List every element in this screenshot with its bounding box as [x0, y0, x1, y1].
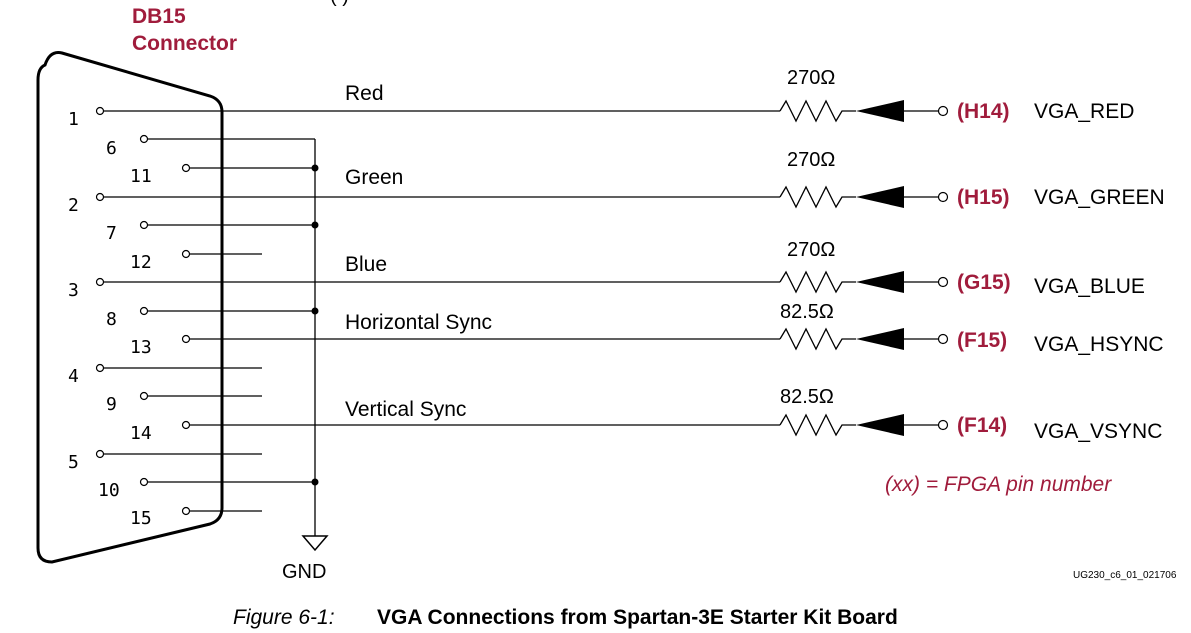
pin-number-7: 7 — [106, 223, 117, 244]
ground-junction-8 — [311, 307, 319, 315]
pin-terminal-13 — [181, 334, 191, 344]
fpga-pin-hsync: (F15) — [957, 329, 1007, 352]
fpga-terminal-green — [937, 191, 949, 203]
resistor-value-hsync: 82.5Ω — [780, 301, 834, 323]
pin-number-12: 12 — [130, 252, 152, 273]
pin-terminal-2 — [95, 192, 105, 202]
resistor-vsync-icon — [779, 413, 856, 437]
pin-number-5: 5 — [68, 452, 79, 473]
net-name-hsync: VGA_HSYNC — [1034, 333, 1164, 356]
resistor-value-red: 270Ω — [787, 67, 835, 89]
pin-terminal-12 — [181, 249, 191, 259]
pin-number-9: 9 — [106, 394, 117, 415]
buffer-red-icon — [856, 100, 904, 122]
resistor-blue-icon — [779, 270, 856, 294]
buffer-hsync-icon — [856, 328, 904, 350]
pin-terminal-6 — [139, 134, 149, 144]
resistor-value-vsync: 82.5Ω — [780, 386, 834, 408]
pin-terminal-10 — [139, 477, 149, 487]
partial-header-text: ( ) — [330, 0, 349, 7]
legend-note: (xx) = FPGA pin number — [885, 473, 1112, 496]
pin-terminal-8 — [139, 306, 149, 316]
ground-junction-11 — [311, 164, 319, 172]
connector-title-line2: Connector — [132, 32, 237, 55]
fpga-pin-vsync: (F14) — [957, 414, 1007, 437]
net-name-blue: VGA_BLUE — [1034, 275, 1145, 298]
buffer-blue-icon — [856, 271, 904, 293]
pin-terminal-3 — [95, 277, 105, 287]
db15-connector-outline — [36, 51, 224, 564]
pin-number-6: 6 — [106, 138, 117, 159]
pin-number-4: 4 — [68, 366, 79, 387]
pin-number-3: 3 — [68, 280, 79, 301]
pin-terminal-11 — [181, 163, 191, 173]
signal-label-blue: Blue — [345, 253, 387, 276]
fpga-terminal-hsync — [937, 333, 949, 345]
ground-label: GND — [282, 561, 326, 583]
signal-label-red: Red — [345, 82, 384, 105]
fpga-pin-green: (H15) — [957, 186, 1010, 209]
pin-terminal-4 — [95, 363, 105, 373]
pin-number-10: 10 — [98, 480, 120, 501]
resistor-green-icon — [779, 185, 856, 209]
buffer-green-icon — [856, 186, 904, 208]
pin-number-11: 11 — [130, 166, 152, 187]
fpga-terminal-vsync — [937, 419, 949, 431]
pin-number-1: 1 — [68, 109, 79, 130]
ground-junction-7 — [311, 221, 319, 229]
doc-id: UG230_c6_01_021706 — [1073, 570, 1177, 581]
pin-terminal-5 — [95, 449, 105, 459]
net-name-green: VGA_GREEN — [1034, 186, 1165, 209]
figure-label: Figure 6-1: — [233, 606, 335, 629]
pin-terminal-14 — [181, 420, 191, 430]
ground-junction-10 — [311, 478, 319, 486]
resistor-hsync-icon — [779, 327, 856, 351]
pin-terminal-7 — [139, 220, 149, 230]
pin-number-2: 2 — [68, 195, 79, 216]
signal-label-hsync: Horizontal Sync — [345, 311, 492, 334]
pin-number-15: 15 — [130, 508, 152, 529]
pin-number-14: 14 — [130, 423, 152, 444]
net-name-red: VGA_RED — [1034, 100, 1134, 123]
pin-number-8: 8 — [106, 309, 117, 330]
pin-terminal-9 — [139, 391, 149, 401]
fpga-pin-red: (H14) — [957, 100, 1010, 123]
pin-number-13: 13 — [130, 337, 152, 358]
fpga-terminal-blue — [937, 276, 949, 288]
figure-title: VGA Connections from Spartan-3E Starter … — [377, 606, 898, 629]
signal-label-green: Green — [345, 166, 403, 189]
pin-terminal-1 — [95, 106, 105, 116]
ground-icon — [301, 535, 329, 552]
resistor-value-green: 270Ω — [787, 149, 835, 171]
net-name-vsync: VGA_VSYNC — [1034, 420, 1162, 443]
connector-title-line1: DB15 — [132, 5, 186, 28]
pin-terminal-15 — [181, 506, 191, 516]
buffer-vsync-icon — [856, 414, 904, 436]
signal-label-vsync: Vertical Sync — [345, 398, 466, 421]
fpga-terminal-red — [937, 105, 949, 117]
resistor-value-blue: 270Ω — [787, 239, 835, 261]
fpga-pin-blue: (G15) — [957, 271, 1011, 294]
resistor-red-icon — [779, 99, 856, 123]
